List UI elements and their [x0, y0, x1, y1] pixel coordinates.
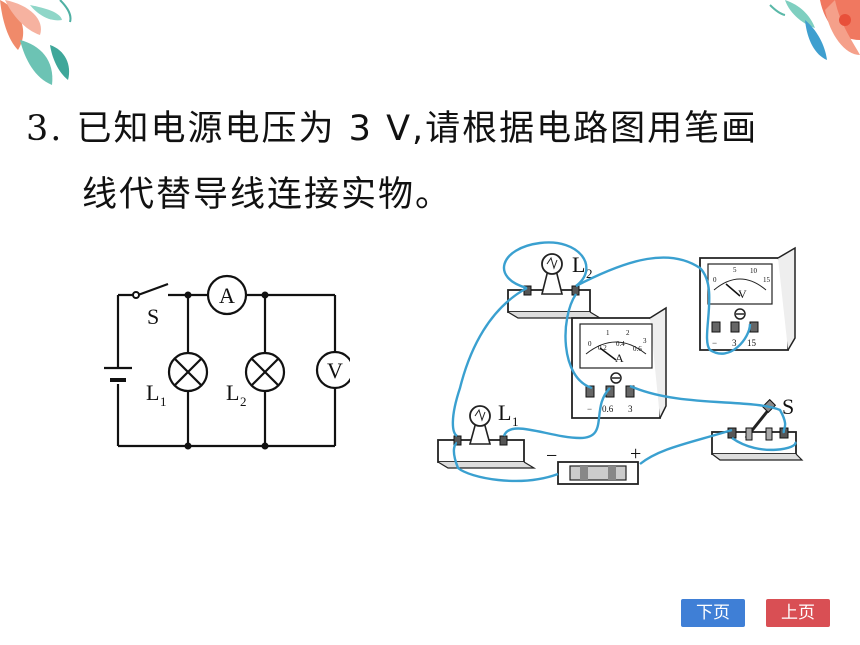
- lamp2-label: L: [226, 380, 239, 405]
- lamp1-label: L: [146, 380, 159, 405]
- ammeter-terminal-minus: −: [587, 404, 592, 414]
- voltmeter-scale-5: 5: [733, 266, 737, 274]
- voltmeter-symbol: V: [738, 287, 747, 301]
- previous-page-button[interactable]: 上页: [766, 599, 830, 627]
- battery-apparatus: − +: [546, 443, 641, 485]
- next-page-button[interactable]: 下页: [681, 599, 745, 627]
- ammeter-symbol: A: [615, 351, 624, 365]
- ammeter-scale-3: 3: [643, 337, 647, 345]
- lamp1-subscript: 1: [160, 394, 167, 409]
- circuit-schematic: S A V L 1 L 2: [104, 274, 350, 450]
- floral-decoration-top-left: [0, 0, 72, 85]
- switch-label-physical: S: [782, 394, 794, 419]
- ammeter-scale-2: 2: [626, 329, 630, 337]
- question-line-2: 线代替导线连接实物。: [82, 175, 453, 215]
- voltmeter-label: V: [327, 358, 343, 383]
- ammeter-scale-1: 1: [606, 329, 610, 337]
- battery-minus-label: −: [546, 445, 557, 467]
- voltmeter-scale-0: 0: [713, 276, 717, 284]
- question-number: 3.: [26, 109, 64, 149]
- ammeter-apparatus: 0 1 2 3 0.2 0.4 0.6 A − 0.6 3: [571, 306, 667, 419]
- ammeter-scale-0: 0: [588, 340, 592, 348]
- physical-circuit-drawing: L 2 0 5 10 15 V − 3 15 0 1 2 3 0.2 0.4 0…: [437, 241, 804, 485]
- ammeter-terminal-3: 3: [628, 404, 633, 414]
- lamp1-apparatus: L 1: [437, 400, 537, 469]
- lamp2-subscript-physical: 2: [586, 266, 593, 281]
- ammeter-terminal-0-6: 0.6: [602, 404, 614, 414]
- connecting-wires: [451, 241, 797, 483]
- battery-plus-label: +: [630, 443, 641, 465]
- voltmeter-apparatus: 0 5 10 15 V − 3 15: [699, 246, 796, 351]
- voltmeter-terminal-15: 15: [747, 338, 757, 348]
- voltmeter-terminal-minus: −: [712, 338, 717, 348]
- voltmeter-scale-15: 15: [763, 276, 771, 284]
- ammeter-subscale-0-2: 0.2: [598, 344, 607, 352]
- ammeter-label: A: [219, 283, 235, 308]
- ammeter-subscale-0-4: 0.4: [616, 340, 625, 348]
- lamp2-label-physical: L: [572, 252, 585, 277]
- voltmeter-scale-10: 10: [750, 267, 758, 275]
- lamp1-subscript-physical: 1: [512, 414, 519, 429]
- lamp1-label-physical: L: [498, 400, 511, 425]
- question-text: 3. 已知电源电压为 3 V,请根据电路图用笔画 线代替导线连接实物。: [26, 96, 836, 228]
- question-line-1: 已知电源电压为 3 V,请根据电路图用笔画: [76, 109, 759, 149]
- floral-decoration-top-right: [769, 0, 860, 60]
- lamp2-subscript: 2: [240, 394, 247, 409]
- voltmeter-terminal-3: 3: [732, 338, 737, 348]
- ammeter-subscale-0-6: 0.6: [633, 345, 642, 353]
- switch-label: S: [147, 304, 159, 329]
